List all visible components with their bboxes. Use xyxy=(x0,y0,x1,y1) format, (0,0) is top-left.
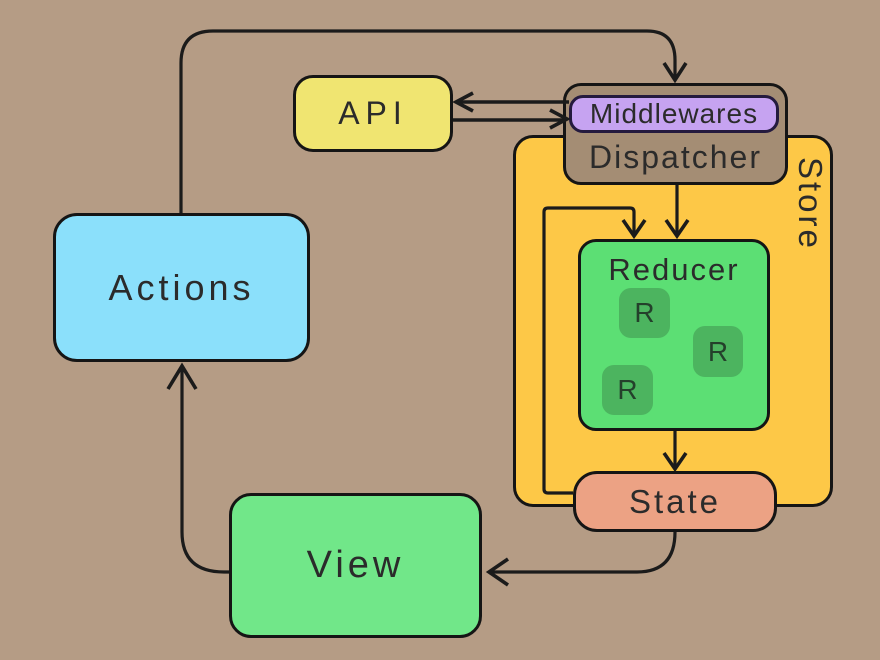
view-label: View xyxy=(306,544,405,586)
dispatcher-label: Dispatcher xyxy=(589,139,762,175)
middlewares-box: Middlewares xyxy=(569,95,779,133)
store-label: Store xyxy=(792,157,829,251)
actions-box: Actions xyxy=(53,213,310,362)
reducer-label: Reducer xyxy=(608,252,740,287)
edge-api-to-middlewares xyxy=(453,108,571,130)
state-label: State xyxy=(628,482,722,520)
api-box: API xyxy=(293,75,453,152)
reducer-chip-label: R xyxy=(634,297,655,328)
edge-state-to-view xyxy=(485,531,677,587)
reducer-chip: R xyxy=(619,288,670,338)
reducer-chip-label: R xyxy=(707,335,729,367)
reducer-chip-label: R xyxy=(617,374,638,405)
state-box: State xyxy=(573,471,777,532)
middlewares-label: Middlewares xyxy=(589,98,759,129)
edge-view-to-actions xyxy=(166,362,229,574)
edge-dispatcher-to-api xyxy=(452,91,569,113)
actions-label: Actions xyxy=(108,266,255,308)
reducer-chip: R xyxy=(602,365,653,415)
view-box: View xyxy=(229,493,482,638)
reducer-chip: R xyxy=(693,326,743,377)
api-label: API xyxy=(338,95,408,131)
